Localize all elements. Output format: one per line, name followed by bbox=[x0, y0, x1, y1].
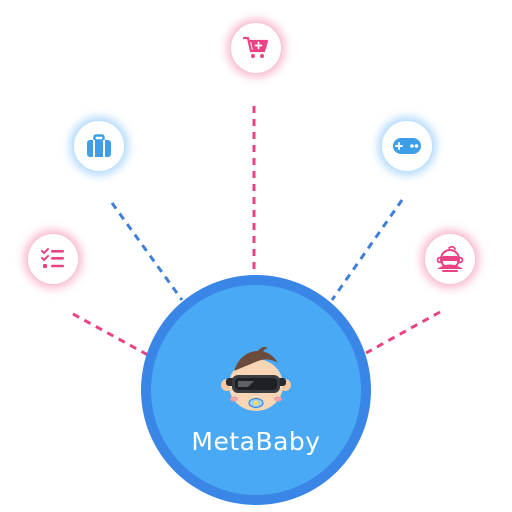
baby-vr-mascot-icon bbox=[221, 347, 291, 411]
gamepad-icon bbox=[393, 138, 421, 154]
briefcase-node[interactable] bbox=[73, 120, 125, 172]
checklist-node[interactable] bbox=[27, 233, 79, 285]
brand-name: MetaBaby bbox=[191, 427, 321, 456]
baby-face-icon bbox=[436, 245, 464, 272]
briefcase-icon bbox=[87, 134, 111, 157]
shopping-cart-node[interactable] bbox=[230, 22, 282, 74]
hub-inner-circle: MetaBaby bbox=[151, 285, 361, 495]
connector-briefcase bbox=[110, 202, 184, 301]
shopping-cart-icon bbox=[243, 36, 269, 58]
connector-checklist bbox=[72, 312, 149, 357]
connector-gamepad bbox=[330, 199, 404, 301]
metababy-hub[interactable]: MetaBaby bbox=[141, 275, 371, 505]
baby-face-node[interactable] bbox=[424, 233, 476, 285]
connector-baby bbox=[365, 310, 441, 355]
checklist-icon bbox=[41, 248, 64, 268]
gamepad-node[interactable] bbox=[381, 120, 433, 172]
